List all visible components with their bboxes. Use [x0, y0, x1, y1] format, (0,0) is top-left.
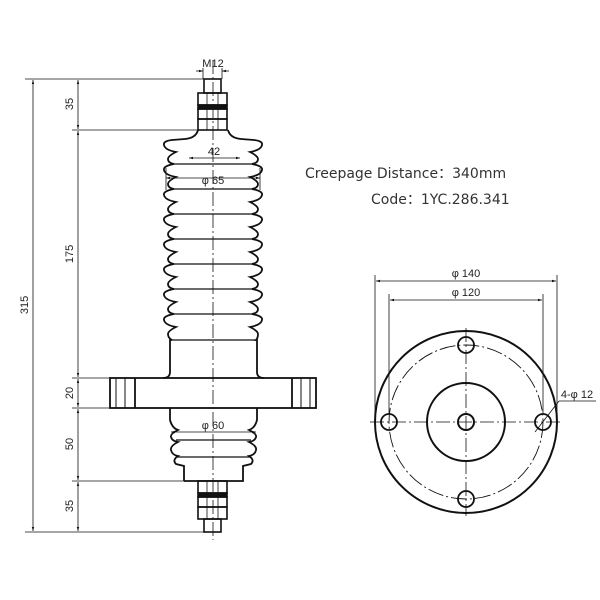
outer-diameter-label: φ 140 — [452, 268, 481, 280]
top-terminal-height-label: 35 — [64, 98, 76, 110]
bottom-terminal-height-label: 35 — [64, 500, 76, 512]
total-height-label: 315 — [19, 296, 31, 314]
shed-diameter-label: φ 65 — [202, 175, 224, 187]
top-width-label: 42 — [208, 146, 220, 158]
shed-lines — [170, 163, 257, 341]
upper-shed-body — [162, 129, 265, 379]
code-label: Code： — [371, 192, 421, 208]
lower-shed-height-label: 50 — [64, 438, 76, 450]
product-code: Code：1YC.286.341 — [371, 189, 510, 209]
bolt-circle-label: φ 120 — [452, 287, 481, 299]
thread-label: M12 — [202, 58, 223, 70]
side-view — [25, 60, 317, 540]
holes-label: 4-φ 12 — [561, 389, 593, 401]
upper-shed-height-label: 175 — [64, 245, 76, 263]
code-value: 1YC.286.341 — [420, 192, 510, 208]
creepage-label: Creepage Distance： — [305, 166, 453, 182]
creepage-value: 340mm — [452, 166, 507, 182]
lower-shed-lines — [176, 439, 251, 458]
lower-shed-body — [169, 408, 258, 482]
bottom-terminal — [197, 480, 228, 533]
flange-height-label: 20 — [64, 387, 76, 399]
m12-dimension — [196, 68, 229, 79]
lower-diameter-label: φ 60 — [202, 420, 224, 432]
dimension-lines — [31, 80, 80, 531]
hole-leader — [534, 400, 560, 433]
top-terminal — [197, 78, 228, 131]
plan-view — [370, 275, 596, 516]
creepage-distance: Creepage Distance：340mm — [305, 163, 506, 183]
shed-dimensions — [165, 156, 261, 190]
flange — [109, 377, 317, 409]
